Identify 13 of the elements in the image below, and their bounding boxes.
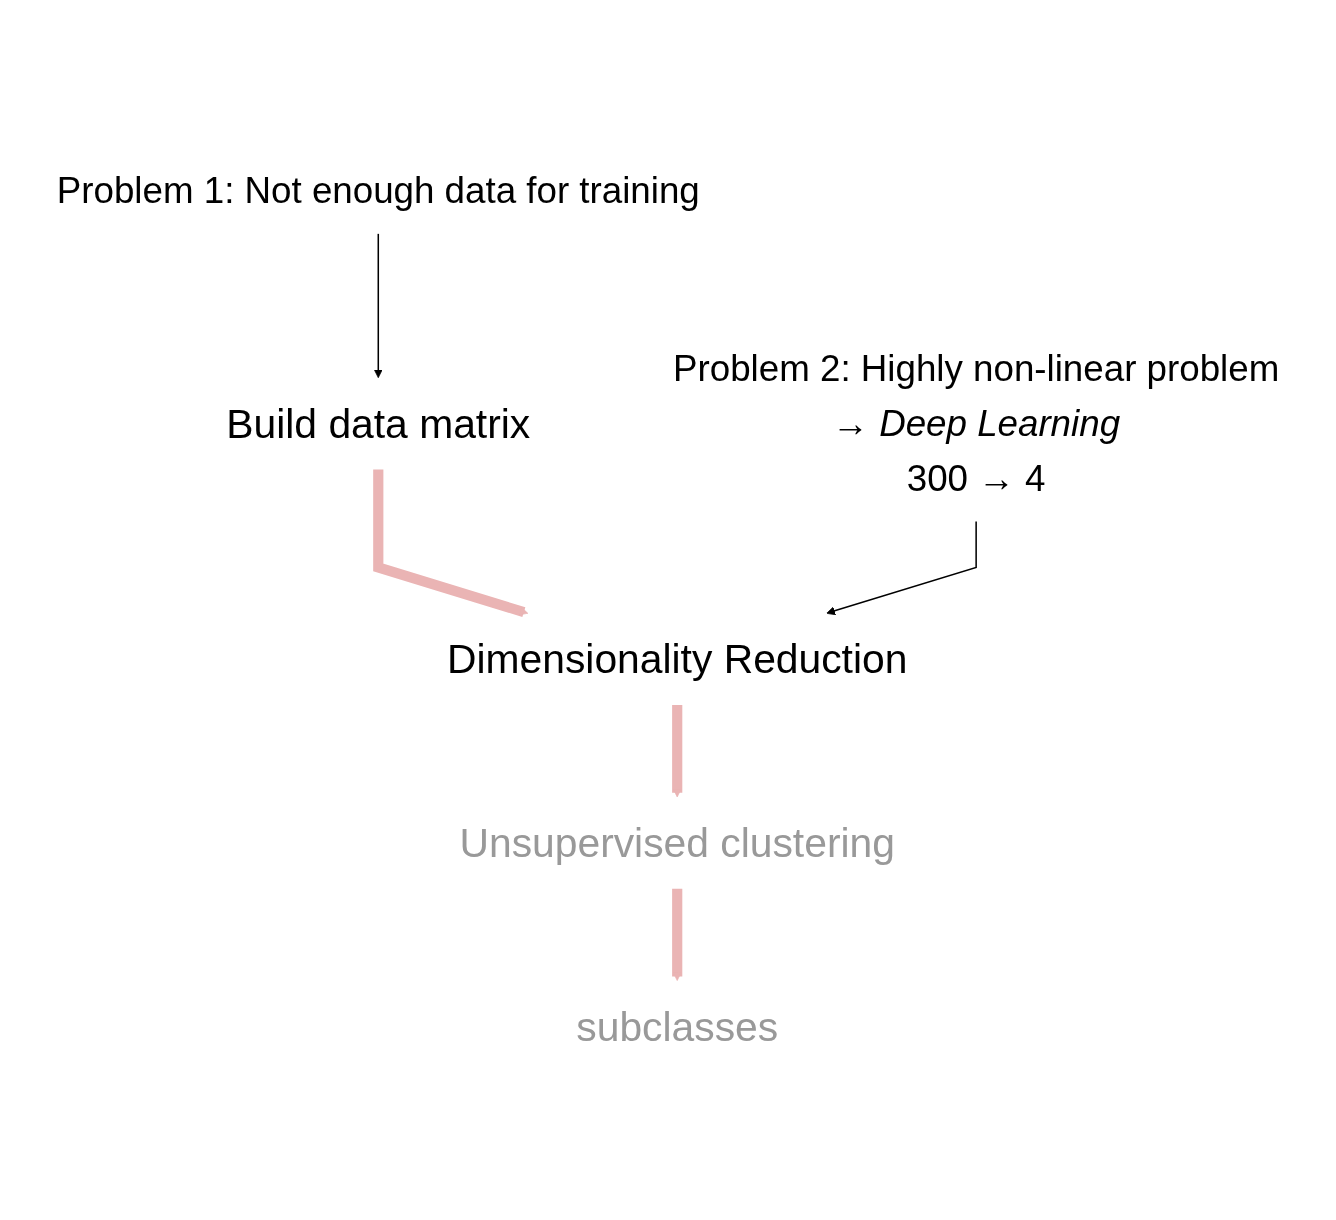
node-label: 300 → 4 [906,456,1046,499]
node-label: → Deep Learning [832,401,1121,444]
node-text: Build data matrix [226,400,531,446]
node-text: Problem 2: Highly non-linear problem [673,346,1280,389]
node-text: Problem 1: Not enough data for training [56,169,700,212]
node-text: Unsupervised clustering [459,820,895,865]
arrow [373,469,529,617]
arrow [826,520,977,615]
arrow [672,704,683,798]
arrow [672,888,683,981]
node-text: Dimensionality Reduction [447,636,908,682]
arrow [373,232,383,378]
node-text: subclasses [576,1003,779,1049]
